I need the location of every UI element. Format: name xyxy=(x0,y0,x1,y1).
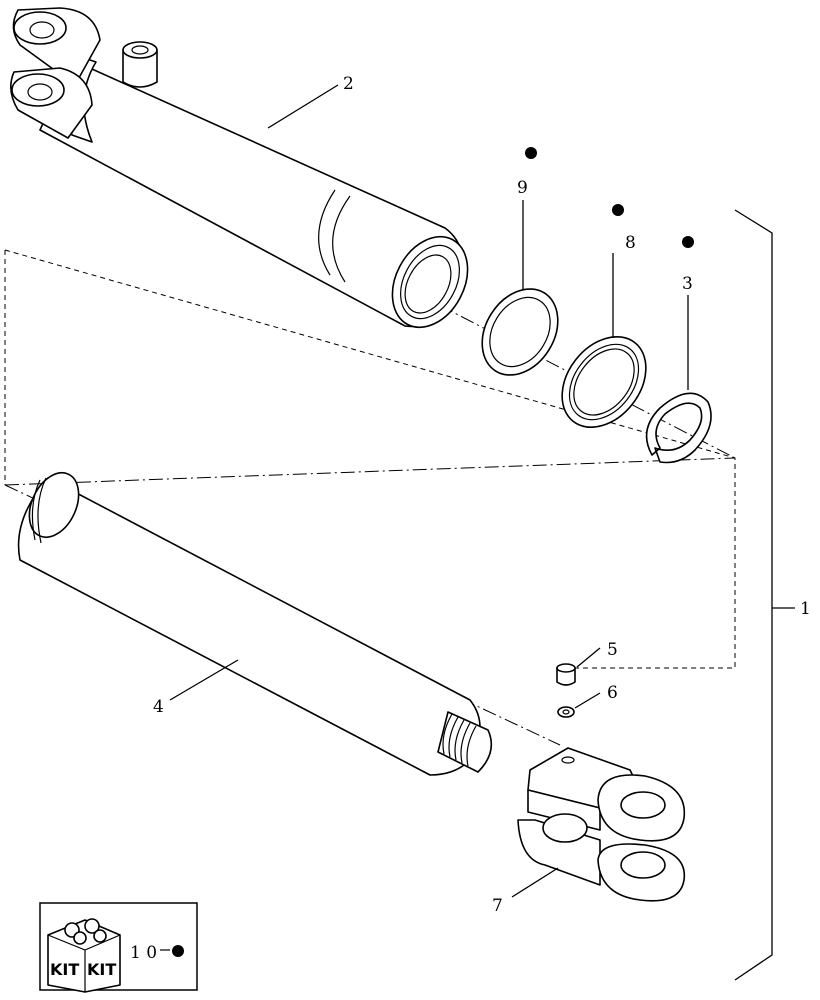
piston-rod xyxy=(17,472,493,776)
seal-kit-dot-icon xyxy=(612,204,624,216)
seal-kit-dot-icon xyxy=(172,945,184,957)
kit-label-right: KIT xyxy=(87,960,116,979)
phantom-outline xyxy=(4,249,736,669)
callout-5: 5 xyxy=(607,640,618,660)
callout-6: 6 xyxy=(607,683,618,703)
callout-4: 4 xyxy=(153,697,164,717)
ring-9 xyxy=(481,147,559,376)
setscrew-5 xyxy=(556,647,601,686)
callout-9: 9 xyxy=(517,178,528,198)
seal-kit-dot-icon xyxy=(682,236,694,248)
kit-legend-text: 1 0 xyxy=(130,943,157,963)
callout-8: 8 xyxy=(625,233,636,253)
callout-7: 7 xyxy=(492,896,503,916)
seal-kit-dot-icon xyxy=(525,147,537,159)
kit-legend: KIT KIT 1 0 xyxy=(39,902,198,993)
assembly-bracket xyxy=(734,209,795,981)
leader-4 xyxy=(169,659,239,701)
cylinder-barrel xyxy=(10,7,469,329)
snap-ring-3 xyxy=(645,236,712,464)
kit-box-icon: KIT KIT xyxy=(47,918,121,993)
ring-8 xyxy=(561,204,647,429)
washer-6 xyxy=(557,692,601,718)
rod-end-clevis xyxy=(511,747,686,902)
callout-2: 2 xyxy=(343,74,354,94)
callout-3: 3 xyxy=(682,274,693,294)
callout-1: 1 xyxy=(800,599,811,619)
leader-2 xyxy=(267,84,339,129)
kit-label-left: KIT xyxy=(50,960,79,979)
